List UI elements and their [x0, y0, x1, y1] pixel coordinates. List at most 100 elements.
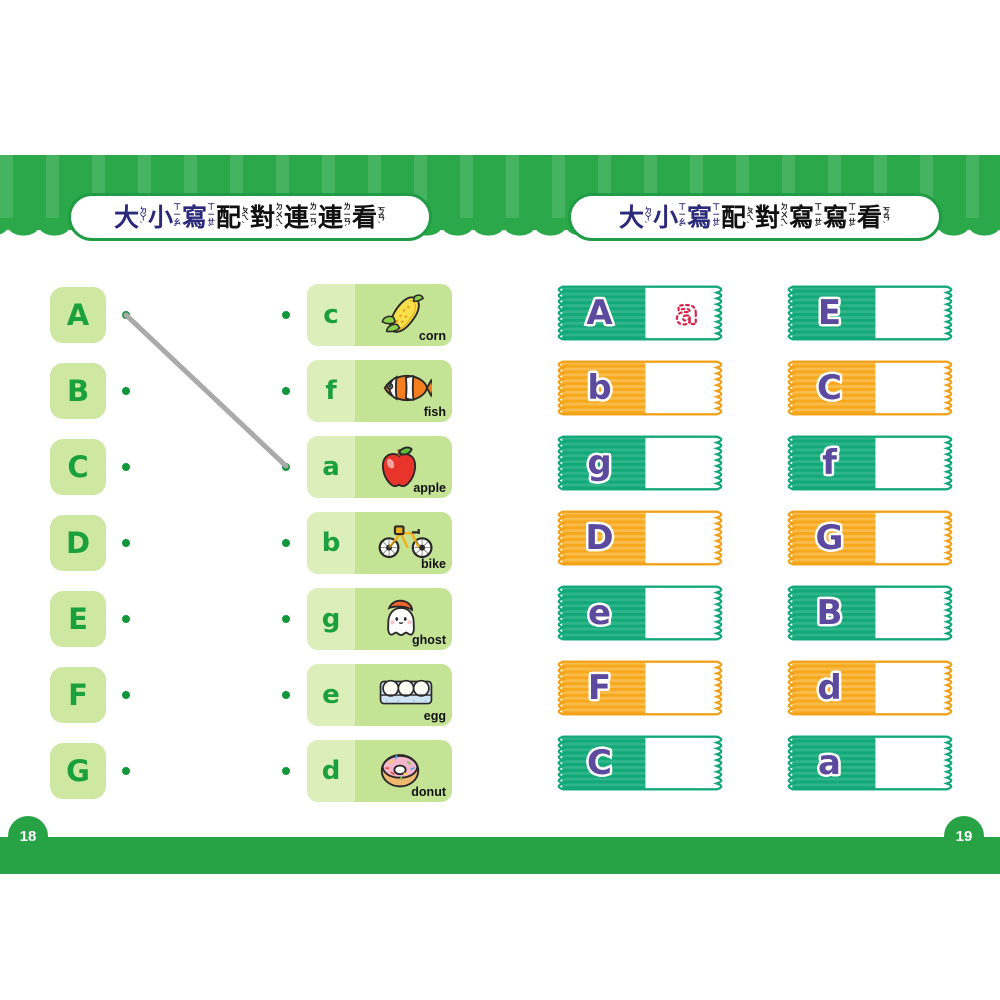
- ticket-letter: b: [585, 366, 613, 410]
- letter-ticket[interactable]: e: [552, 584, 728, 642]
- letter-ticket[interactable]: C: [552, 734, 728, 792]
- letter-ticket[interactable]: D: [552, 509, 728, 567]
- letter-ticket[interactable]: B: [782, 584, 958, 642]
- ticket-letter: d: [815, 666, 843, 710]
- word-picture-card[interactable]: b bike: [307, 512, 452, 574]
- word-picture-card[interactable]: e egg: [307, 664, 452, 726]
- title-han-char: 對: [250, 202, 276, 232]
- writing-blank-area[interactable]: [652, 659, 722, 717]
- ticket-letter: D: [583, 516, 615, 560]
- picture-area: bike: [355, 512, 452, 574]
- donut-icon: [378, 749, 430, 789]
- letter-ticket[interactable]: b: [552, 359, 728, 417]
- letter-ticket[interactable]: g: [552, 434, 728, 492]
- writing-blank-area[interactable]: [652, 584, 722, 642]
- title-han-char: 寫: [686, 202, 712, 232]
- word-picture-card[interactable]: c corn: [307, 284, 452, 346]
- match-dot-right[interactable]: [282, 691, 290, 699]
- page-number-left: 18: [8, 816, 48, 856]
- ticket-letter: E: [816, 291, 843, 335]
- uppercase-letter-card[interactable]: F: [50, 667, 106, 723]
- word-picture-card[interactable]: f fish: [307, 360, 452, 422]
- writing-blank-area[interactable]: [882, 509, 952, 567]
- ticket-letter: e: [586, 591, 613, 635]
- word-picture-card[interactable]: a apple: [307, 436, 452, 498]
- writing-blank-area[interactable]: [882, 734, 952, 792]
- drawn-connection-line: [123, 312, 289, 469]
- writing-blank-area[interactable]: [882, 659, 952, 717]
- match-dot-left[interactable]: [122, 691, 130, 699]
- word-label: apple: [413, 481, 446, 495]
- uppercase-letter-card[interactable]: B: [50, 363, 106, 419]
- ticket-letter: G: [814, 516, 846, 560]
- match-dot-left[interactable]: [122, 387, 130, 395]
- word-picture-card[interactable]: d donut: [307, 740, 452, 802]
- writing-blank-area[interactable]: [882, 584, 952, 642]
- lowercase-letter-label: a: [307, 436, 355, 498]
- match-dot-right[interactable]: [282, 387, 290, 395]
- corn-icon: [378, 293, 430, 333]
- word-picture-card[interactable]: g ghost: [307, 588, 452, 650]
- writing-blank-area[interactable]: [882, 434, 952, 492]
- title-han-char: 大: [618, 202, 644, 232]
- apple-icon: [378, 445, 430, 487]
- match-dot-left[interactable]: [122, 463, 130, 471]
- uppercase-letter-card[interactable]: E: [50, 591, 106, 647]
- page-number-right: 19: [944, 816, 984, 856]
- letter-ticket[interactable]: G: [782, 509, 958, 567]
- word-label: egg: [423, 709, 446, 723]
- writing-blank-area[interactable]: [652, 509, 722, 567]
- match-dot-right[interactable]: [282, 463, 290, 471]
- writing-blank-area[interactable]: [652, 359, 722, 417]
- letter-ticket[interactable]: E: [782, 284, 958, 342]
- ticket-letter: f: [820, 441, 839, 485]
- match-dot-left[interactable]: [122, 539, 130, 547]
- match-dot-left[interactable]: [122, 615, 130, 623]
- match-dot-right[interactable]: [282, 539, 290, 547]
- match-dot-right[interactable]: [282, 767, 290, 775]
- ticket-letter: C: [585, 741, 614, 785]
- letter-ticket[interactable]: F: [552, 659, 728, 717]
- uppercase-letter-card[interactable]: D: [50, 515, 106, 571]
- match-dot-left[interactable]: [122, 311, 130, 319]
- match-dot-right[interactable]: [282, 311, 290, 319]
- uppercase-letter-card[interactable]: A: [50, 287, 106, 343]
- writing-blank-area[interactable]: [652, 434, 722, 492]
- ticket-letter: C: [815, 366, 844, 410]
- title-han-char: 大: [113, 202, 139, 232]
- writing-blank-area[interactable]: [652, 734, 722, 792]
- title-han-char: 對: [755, 202, 781, 232]
- ticket-letter: F: [586, 666, 613, 710]
- match-dot-left[interactable]: [122, 767, 130, 775]
- letter-ticket[interactable]: f: [782, 434, 958, 492]
- svg-text:a: a: [676, 293, 699, 333]
- uppercase-letter-card[interactable]: G: [50, 743, 106, 799]
- writing-blank-area[interactable]: [882, 284, 952, 342]
- writing-blank-area[interactable]: [882, 359, 952, 417]
- letter-ticket[interactable]: A a: [552, 284, 728, 342]
- match-dot-right[interactable]: [282, 615, 290, 623]
- letter-ticket[interactable]: C: [782, 359, 958, 417]
- letter-ticket[interactable]: a: [782, 734, 958, 792]
- letter-ticket[interactable]: d: [782, 659, 958, 717]
- uppercase-letter-card[interactable]: C: [50, 439, 106, 495]
- ghost-icon: [378, 597, 430, 637]
